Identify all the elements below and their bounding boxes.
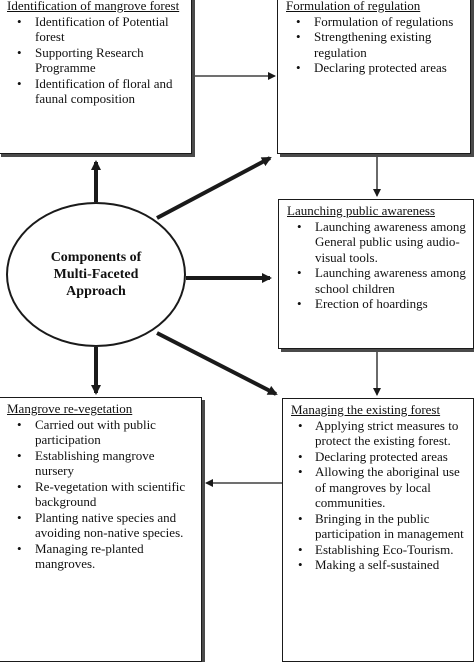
arrow-center-to-regulation — [156, 156, 272, 220]
list-item: Carried out with public participation — [17, 417, 195, 448]
arrow-center-to-managing — [156, 331, 278, 396]
revegetation-list: Carried out with public participation Es… — [7, 417, 195, 572]
center-label: Components of Multi-Faceted Approach — [50, 250, 142, 299]
center-ellipse: Components of Multi-Faceted Approach — [6, 202, 186, 347]
identification-title: Identification of mangrove forest — [7, 0, 180, 13]
list-item: Erection of hoardings — [297, 296, 467, 312]
list-item: Formulation of regulations — [296, 14, 464, 30]
regulation-list: Formulation of regulations Strengthening… — [286, 14, 464, 76]
list-item: Strengthening existing regulation — [296, 29, 464, 60]
awareness-box: Launching public awareness Launching awa… — [278, 199, 474, 349]
list-item: Allowing the aboriginal use of mangroves… — [298, 464, 467, 511]
list-item: Establishing mangrove nursery — [17, 448, 195, 479]
list-item: Re-vegetation with scientific background — [17, 479, 195, 510]
list-item: Launching awareness among school childre… — [297, 265, 467, 296]
list-item: Establishing Eco-Tourism. — [298, 542, 467, 558]
revegetation-title: Mangrove re-vegetation — [7, 401, 133, 416]
identification-list: Identification of Potential forest Suppo… — [7, 14, 185, 107]
awareness-title: Launching public awareness — [287, 203, 436, 218]
regulation-title: Formulation of regulation — [286, 0, 421, 13]
list-item: Planting native species and avoiding non… — [17, 510, 195, 541]
revegetation-box: Mangrove re-vegetation Carried out with … — [0, 397, 202, 662]
list-item: Supporting Research Programme — [17, 45, 185, 76]
identification-box: Identification of mangrove forest Identi… — [0, 0, 192, 154]
list-item: Managing re-planted mangroves. — [17, 541, 195, 572]
list-item: Launching awareness among General public… — [297, 219, 467, 266]
list-item: Bringing in the public participation in … — [298, 511, 467, 542]
managing-list: Applying strict measures to protect the … — [291, 418, 467, 573]
managing-box: Managing the existing forest Applying st… — [282, 398, 474, 662]
regulation-box: Formulation of regulation Formulation of… — [277, 0, 471, 154]
managing-title: Managing the existing forest — [291, 402, 441, 417]
list-item: Identification of Potential forest — [17, 14, 185, 45]
list-item: Declaring protected areas — [296, 60, 464, 76]
awareness-list: Launching awareness among General public… — [287, 219, 467, 312]
list-item: Applying strict measures to protect the … — [298, 418, 467, 449]
list-item: Making a self-sustained — [298, 557, 467, 573]
list-item: Identification of floral and faunal comp… — [17, 76, 185, 107]
list-item: Declaring protected areas — [298, 449, 467, 465]
